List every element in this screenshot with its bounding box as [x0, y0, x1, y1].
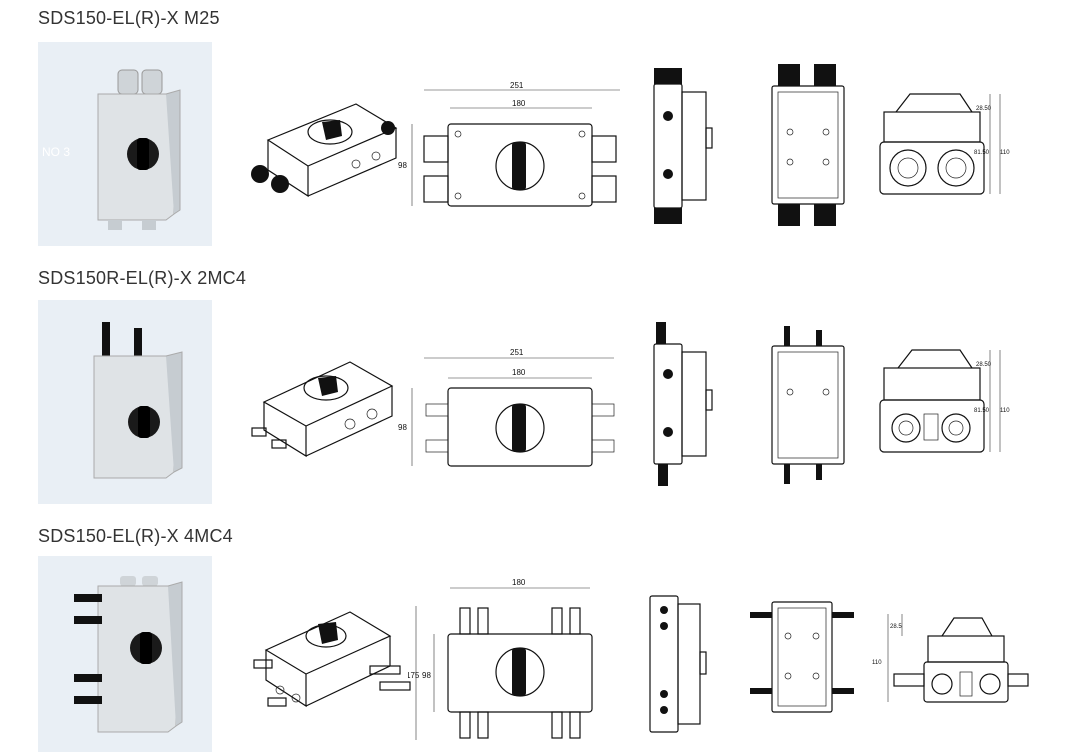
isometric-drawing-2mc4 — [246, 344, 406, 462]
back-drawing-4mc4 — [744, 596, 860, 718]
dim-inner-2: 180 — [512, 368, 526, 377]
top-drawing-4mc4: 28.5 110 — [866, 604, 1030, 712]
dim-h-total: 110 — [1000, 150, 1010, 156]
dim-height-2: 98 — [398, 423, 407, 432]
front-drawing-4mc4: 180 175 98 — [408, 576, 620, 748]
back-drawing-2mc4 — [760, 320, 858, 492]
section-title-2mc4: SDS150R-EL(R)-X 2MC4 — [38, 268, 247, 288]
dim-length-2: 251 — [510, 348, 524, 357]
photo-overlay-text: NO 3 — [42, 145, 71, 159]
dim-outer-3: 175 — [408, 671, 420, 680]
section-title-4mc4: SDS150-EL(R)-X 4MC4 — [38, 526, 233, 546]
dim-h-top: 28.50 — [976, 106, 992, 112]
dim-height-3: 98 — [422, 671, 431, 680]
side-drawing-2mc4 — [636, 320, 716, 490]
dim-h-total-2: 110 — [1000, 408, 1010, 414]
isometric-drawing-m25 — [246, 92, 406, 204]
dim-height: 98 — [398, 161, 407, 170]
dim-inner-3: 180 — [512, 578, 526, 587]
dim-h-mid-2: 81.50 — [974, 408, 990, 414]
dim-inner: 180 — [512, 99, 526, 108]
product-photo-2mc4 — [38, 300, 212, 504]
top-drawing-m25: 28.50 81.50 110 — [876, 82, 1016, 202]
isometric-drawing-4mc4 — [246, 598, 412, 716]
dim-length: 251 — [510, 81, 524, 90]
product-photo-4mc4 — [38, 556, 212, 752]
dim-h-mid: 81.50 — [974, 150, 990, 156]
section-title-m25: SDS150-EL(R)-X M25 — [38, 8, 220, 28]
front-drawing-m25: 251 180 98 — [396, 80, 628, 212]
top-drawing-2mc4: 28.50 81.50 110 — [876, 338, 1016, 460]
dim-h-top-2: 28.50 — [976, 362, 992, 368]
front-drawing-2mc4: 251 180 98 — [396, 344, 628, 472]
dim-h-top-3: 28.5 — [890, 624, 902, 630]
side-drawing-4mc4 — [636, 590, 716, 740]
dim-h-total-3: 110 — [872, 660, 882, 666]
side-drawing-m25 — [636, 64, 716, 228]
product-photo-m25: NO 3 — [38, 42, 212, 246]
back-drawing-m25 — [760, 62, 858, 230]
